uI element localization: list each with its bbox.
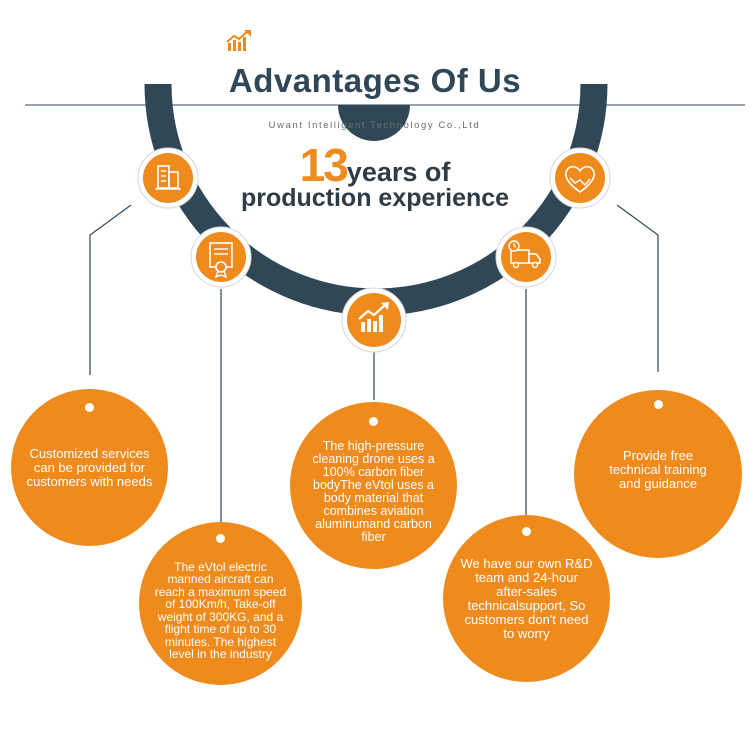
building-icon bbox=[137, 147, 199, 209]
advantage-circle-4: We have our own R&D team and 24-hour aft… bbox=[443, 515, 610, 682]
advantage-text-1: Customized services can be provided for … bbox=[26, 445, 153, 489]
handshake-heart-icon bbox=[549, 147, 611, 209]
production-experience-text: production experience bbox=[240, 184, 510, 212]
circle-dot bbox=[369, 417, 378, 426]
company-name: Uwant Intelligent Technology Co.,Ltd bbox=[268, 120, 481, 131]
advantage-circle-3: The high-pressure cleaning drone uses a … bbox=[290, 402, 457, 569]
page-title: Advantages Of Us bbox=[228, 62, 522, 99]
advantage-text-2: The eVtol electric manned aircraft can r… bbox=[154, 559, 287, 661]
delivery-truck-icon bbox=[495, 226, 557, 288]
advantage-circle-5: Provide free technical training and guid… bbox=[574, 390, 742, 558]
connector-line-5 bbox=[616, 204, 659, 372]
title-accent-shape bbox=[338, 105, 410, 141]
advantage-text-3: The high-pressure cleaning drone uses a … bbox=[312, 438, 435, 544]
advantage-text-4: We have our own R&D team and 24-hour aft… bbox=[460, 555, 593, 641]
connector-line-1 bbox=[89, 204, 132, 375]
certificate-icon bbox=[190, 226, 252, 288]
advantage-circle-1: Customized services can be provided for … bbox=[11, 389, 168, 546]
years-text: years of bbox=[346, 157, 451, 187]
years-experience: 13years of bbox=[180, 138, 570, 192]
circle-dot bbox=[85, 403, 94, 412]
advantage-text-5: Provide free technical training and guid… bbox=[609, 448, 707, 491]
circle-dot bbox=[522, 527, 531, 536]
circle-dot bbox=[653, 400, 663, 409]
chart-up-icon bbox=[226, 30, 251, 51]
years-number: 13 bbox=[299, 139, 349, 191]
advantage-circle-2: The eVtol electric manned aircraft can r… bbox=[139, 522, 302, 685]
chart-up-icon bbox=[341, 287, 407, 353]
circle-dot bbox=[216, 534, 225, 543]
